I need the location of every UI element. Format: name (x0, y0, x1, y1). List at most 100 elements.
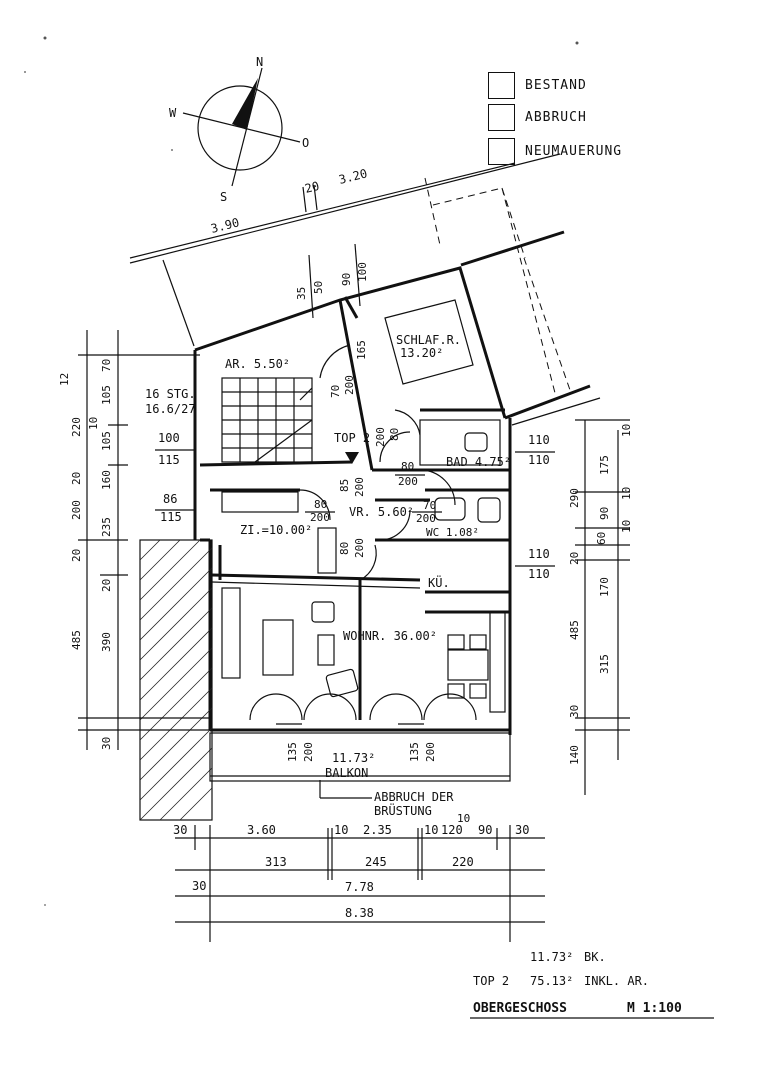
dim-dr200a: 200 (374, 427, 387, 447)
dim-r110c: 110 (528, 547, 550, 561)
compass-south: S (220, 190, 227, 204)
dim-l200: 200 (70, 500, 83, 520)
furniture (221, 299, 506, 713)
dim-top-320: 3.20 (337, 166, 368, 187)
legend-item-bestand: BESTAND (488, 72, 587, 99)
room-wc: WC 1.08² (426, 526, 479, 539)
dim-r20: 20 (568, 552, 581, 565)
stairs-count: 16 STG. (145, 387, 196, 401)
dim-bot120: 120 (441, 823, 463, 837)
dim-bot30c: 30 (192, 879, 206, 893)
dim-r485: 485 (568, 620, 581, 640)
dim-l390: 390 (100, 632, 113, 652)
door-dimensions: 80 200 80 200 85 200 80 200 80 200 70 20… (305, 427, 442, 558)
legend-item-neumauerung: NEUMAUERUNG (488, 138, 622, 165)
room-wohnraum: WOHNR. 36.00² (343, 629, 437, 643)
legend-swatch-bestand (488, 72, 515, 99)
drawing-scale: M 1:100 (627, 1001, 682, 1016)
right-dimension-chain: 110 110 110 110 10 175 290 10 90 10 60 2… (515, 419, 633, 795)
dim-l12: 12 (58, 373, 71, 386)
note-abbruch-line2: BRÜSTUNG (374, 802, 432, 818)
dim-bot10c: 10 (457, 812, 470, 825)
summary-top-value: 75.13² (530, 974, 573, 988)
stairs-ratio: 16.6/27 (145, 402, 196, 416)
dim-dr200c: 200 (353, 477, 366, 497)
room-balkon: BALKON (325, 766, 368, 780)
dim-l70: 70 (100, 359, 113, 372)
doors (249, 344, 477, 725)
dim-b135a: 135 (286, 742, 299, 762)
dim-r110b: 110 (528, 453, 550, 467)
balcony (209, 732, 511, 799)
dim-w115b: 115 (160, 510, 182, 524)
compass-east: O (302, 136, 309, 150)
scan-specks (24, 36, 579, 906)
compass-north: N (256, 55, 263, 69)
dim-r10a: 10 (620, 424, 633, 437)
upper-small-dimensions: 35 50 90 100 165 70 200 (295, 243, 369, 398)
dim-dr85: 85 (338, 479, 351, 492)
dim-r10b: 10 (620, 487, 633, 500)
dim-100: 100 (356, 262, 369, 282)
dim-b200b: 200 (424, 742, 437, 762)
dim-bot313: 313 (265, 855, 287, 869)
legend-label-neumauerung: NEUMAUERUNG (525, 144, 623, 159)
dim-w86: 86 (163, 492, 177, 506)
balcony-door-dimensions: 135 200 135 200 (286, 742, 437, 762)
dim-l20a: 20 (70, 472, 83, 485)
compass-needle (232, 78, 258, 130)
dim-dr200e: 200 (353, 538, 366, 558)
dim-w115a: 115 (158, 453, 180, 467)
dim-200a: 200 (343, 375, 356, 395)
legend-item-abbruch: ABBRUCH (488, 104, 587, 131)
room-kueche: KÜ. (428, 574, 450, 590)
dim-dr200d: 200 (310, 511, 330, 524)
dim-l30: 30 (100, 737, 113, 750)
dim-l235: 235 (100, 517, 113, 537)
hatched-neighbour-wall (139, 539, 213, 821)
legend-swatch-neumauerung (488, 138, 515, 165)
dim-50: 50 (312, 281, 325, 294)
summary-bk-label: BK. (584, 950, 606, 964)
dim-165: 165 (355, 340, 368, 360)
dim-r140: 140 (568, 745, 581, 765)
compass: N S W O (169, 55, 309, 204)
dim-r170: 170 (598, 577, 611, 597)
dim-r110a: 110 (528, 433, 550, 447)
dim-l105a: 105 (100, 385, 113, 405)
dim-bot10b: 10 (424, 823, 438, 837)
compass-west: W (169, 106, 177, 120)
dim-b135b: 135 (408, 742, 421, 762)
note-abbruch-line1: ABBRUCH DER (374, 790, 454, 804)
dim-l20b: 20 (70, 549, 83, 562)
dim-bot360: 3.60 (247, 823, 276, 837)
dim-bot90: 90 (478, 823, 492, 837)
room-schlafzimmer-area: 13.20² (400, 346, 443, 360)
top-dimension: 3.90 20 3.20 (129, 153, 561, 264)
legend-label-abbruch: ABBRUCH (525, 110, 587, 125)
dim-bot30b: 30 (515, 823, 529, 837)
summary-top-note: INKL. AR. (584, 974, 649, 988)
room-top: TOP 2 (334, 431, 370, 445)
dim-bot10a: 10 (334, 823, 348, 837)
dim-90: 90 (340, 273, 353, 286)
entrance-arrow (345, 452, 359, 464)
dim-l105b: 105 (100, 431, 113, 451)
dim-bot838: 8.38 (345, 906, 374, 920)
dim-r175: 175 (598, 455, 611, 475)
dim-dr70: 70 (423, 499, 436, 512)
dim-dr80d: 80 (338, 542, 351, 555)
room-vorraum: VR. 5.60² (349, 505, 414, 519)
room-bad: BAD 4.75² (446, 455, 511, 469)
drawing-title: OBERGESCHOSS (473, 1001, 567, 1016)
summary-top-label: TOP 2 (473, 974, 509, 988)
room-labels: AR. 5.50² SCHLAF.R. 13.20² BAD 4.75² TOP… (145, 333, 511, 780)
dim-bot30a: 30 (173, 823, 187, 837)
dim-l220: 220 (70, 417, 83, 437)
left-window-dimensions: 100 115 86 115 (155, 431, 195, 524)
dim-35: 35 (295, 287, 308, 300)
dim-dr200f: 200 (416, 512, 436, 525)
outer-walls (162, 230, 601, 735)
dim-w100: 100 (158, 431, 180, 445)
compass-circle (197, 85, 283, 171)
